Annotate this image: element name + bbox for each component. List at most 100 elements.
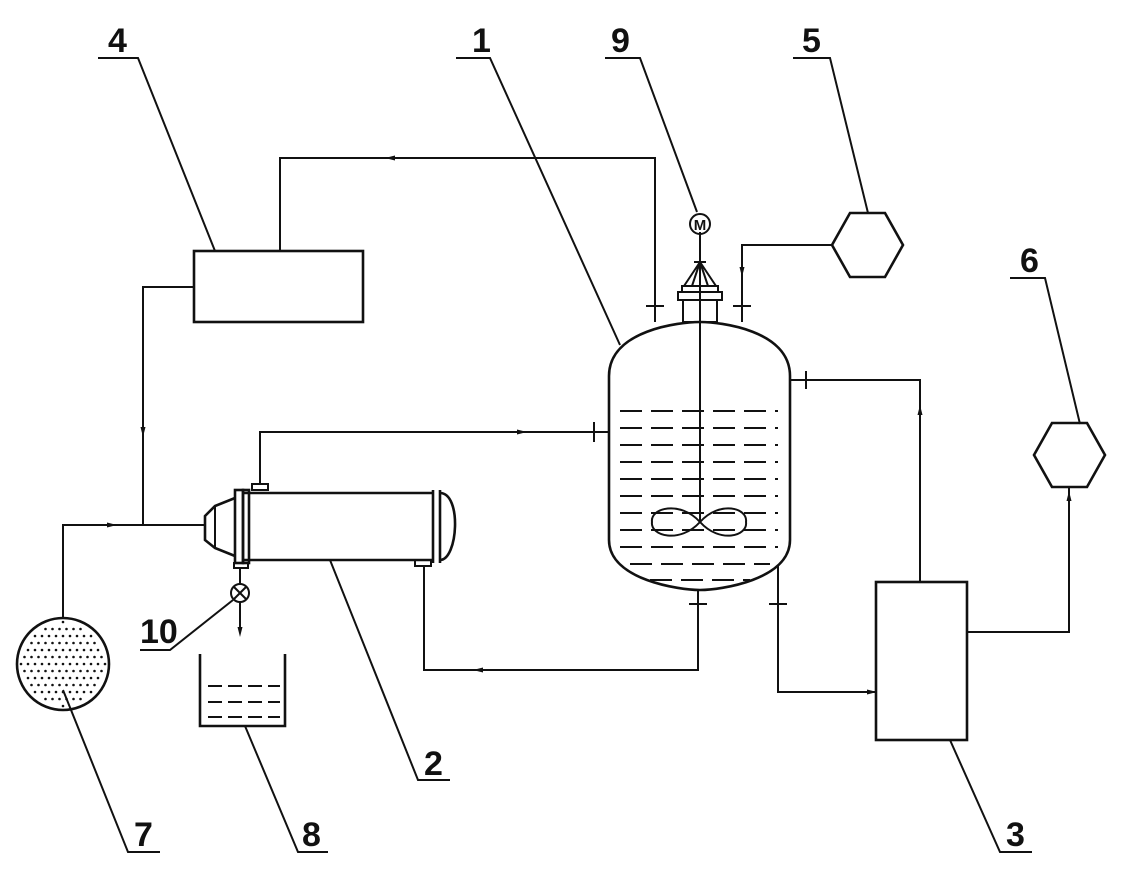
- stipple-dot: [68, 662, 72, 666]
- stipple-dot: [79, 641, 82, 645]
- stipple-dot: [23, 655, 26, 659]
- label-3: 3: [1006, 816, 1025, 854]
- stipple-dot: [58, 641, 61, 645]
- stipple-dot: [44, 641, 47, 645]
- stipple-dot: [44, 697, 47, 701]
- stipple-dot: [65, 655, 68, 659]
- stipple-dot: [75, 690, 79, 694]
- stipple-dot: [68, 690, 72, 694]
- stipple-dot: [44, 669, 47, 673]
- stipple-dot: [40, 648, 44, 652]
- stipple-dot: [79, 697, 82, 701]
- stipple-dot: [61, 676, 65, 680]
- stipple-dot: [65, 641, 68, 645]
- stipple-dot: [93, 669, 96, 673]
- stipple-dot: [33, 662, 37, 666]
- stipple-dot: [33, 648, 37, 652]
- stipple-dot: [89, 648, 93, 652]
- stipple-dot: [72, 669, 75, 673]
- stipple-dot: [30, 655, 33, 659]
- pipe-unit3-to-reactor: [790, 371, 923, 582]
- stipple-dot: [58, 669, 61, 673]
- leader-lines: [62, 57, 1081, 853]
- label-4: 4: [108, 22, 127, 60]
- pipe-hexagon5-to-reactor: [733, 244, 832, 322]
- stipple-dot: [68, 676, 72, 680]
- stipple-dot: [37, 655, 40, 659]
- stipple-dot: [61, 662, 65, 666]
- stipple-dot: [61, 634, 65, 638]
- stipple-dot: [82, 662, 86, 666]
- stipple-dot: [44, 655, 47, 659]
- stipple-dot: [82, 634, 86, 638]
- stipple-dot: [93, 655, 96, 659]
- motor-symbol: M: [694, 217, 707, 234]
- stipple-dot: [86, 683, 89, 687]
- stipple-dot: [75, 676, 79, 680]
- unit-4-box: [192, 249, 365, 324]
- label-1: 1: [472, 22, 491, 60]
- stipple-dot: [58, 627, 61, 631]
- stipple-dot: [65, 627, 68, 631]
- stipple-dot: [30, 683, 33, 687]
- pipe-reactor-bottom-to-condenser: [423, 566, 707, 673]
- reactor-vessel: [607, 320, 792, 592]
- stipple-dot: [65, 683, 68, 687]
- stipple-dot: [54, 662, 58, 666]
- stipple-dot: [89, 662, 93, 666]
- stipple-dot: [86, 669, 89, 673]
- stipple-dot: [82, 690, 86, 694]
- stipple-dot: [72, 683, 75, 687]
- label-10: 10: [140, 613, 178, 651]
- stipple-dot: [51, 627, 54, 631]
- dotted-circle-7: [15, 616, 111, 712]
- tank-8: [198, 654, 287, 728]
- stipple-dot: [51, 669, 54, 673]
- stipple-dot: [72, 627, 75, 631]
- stipple-dot: [54, 648, 58, 652]
- stipple-dot: [19, 662, 23, 666]
- stipple-dot: [86, 655, 89, 659]
- stipple-dot: [54, 690, 58, 694]
- stipple-dot: [26, 662, 30, 666]
- stipple-dot: [79, 655, 82, 659]
- stipple-dot: [89, 676, 93, 680]
- stipple-dot: [61, 620, 65, 624]
- label-8: 8: [302, 816, 321, 854]
- stipple-dot: [33, 634, 37, 638]
- stipple-dot: [47, 676, 51, 680]
- stipple-dot: [37, 683, 40, 687]
- stipple-dot: [44, 627, 47, 631]
- pipe-unit4-to-condenser: [140, 286, 194, 525]
- stipple-dot: [72, 697, 75, 701]
- stipple-dot: [100, 669, 103, 673]
- stipple-dot: [33, 690, 37, 694]
- stipple-dot: [96, 662, 100, 666]
- stipple-dot: [47, 690, 51, 694]
- stipple-dot: [47, 662, 51, 666]
- unit-3-box: [874, 580, 969, 742]
- stipple-dot: [75, 662, 79, 666]
- valve-10: [230, 583, 250, 603]
- stipple-dot: [58, 697, 61, 701]
- stipple-dot: [47, 648, 51, 652]
- stipple-dot: [37, 641, 40, 645]
- stipple-dot: [51, 655, 54, 659]
- stipple-dot: [58, 683, 61, 687]
- stipple-dot: [54, 634, 58, 638]
- stipple-dot: [68, 634, 72, 638]
- label-5: 5: [802, 22, 821, 60]
- pipe-reactor-to-unit3: [769, 565, 877, 695]
- stipple-dot: [37, 669, 40, 673]
- stipple-dot: [47, 634, 51, 638]
- stipple-dot: [33, 676, 37, 680]
- stipple-dot: [51, 683, 54, 687]
- stipple-dot: [93, 641, 96, 645]
- stipple-dot: [79, 683, 82, 687]
- pipe-condenser-to-reactor: [259, 422, 609, 484]
- stipple-dot: [79, 669, 82, 673]
- stipple-dot: [100, 655, 103, 659]
- pipe-unit3-to-hexagon6: [967, 487, 1072, 633]
- stipple-dot: [65, 669, 68, 673]
